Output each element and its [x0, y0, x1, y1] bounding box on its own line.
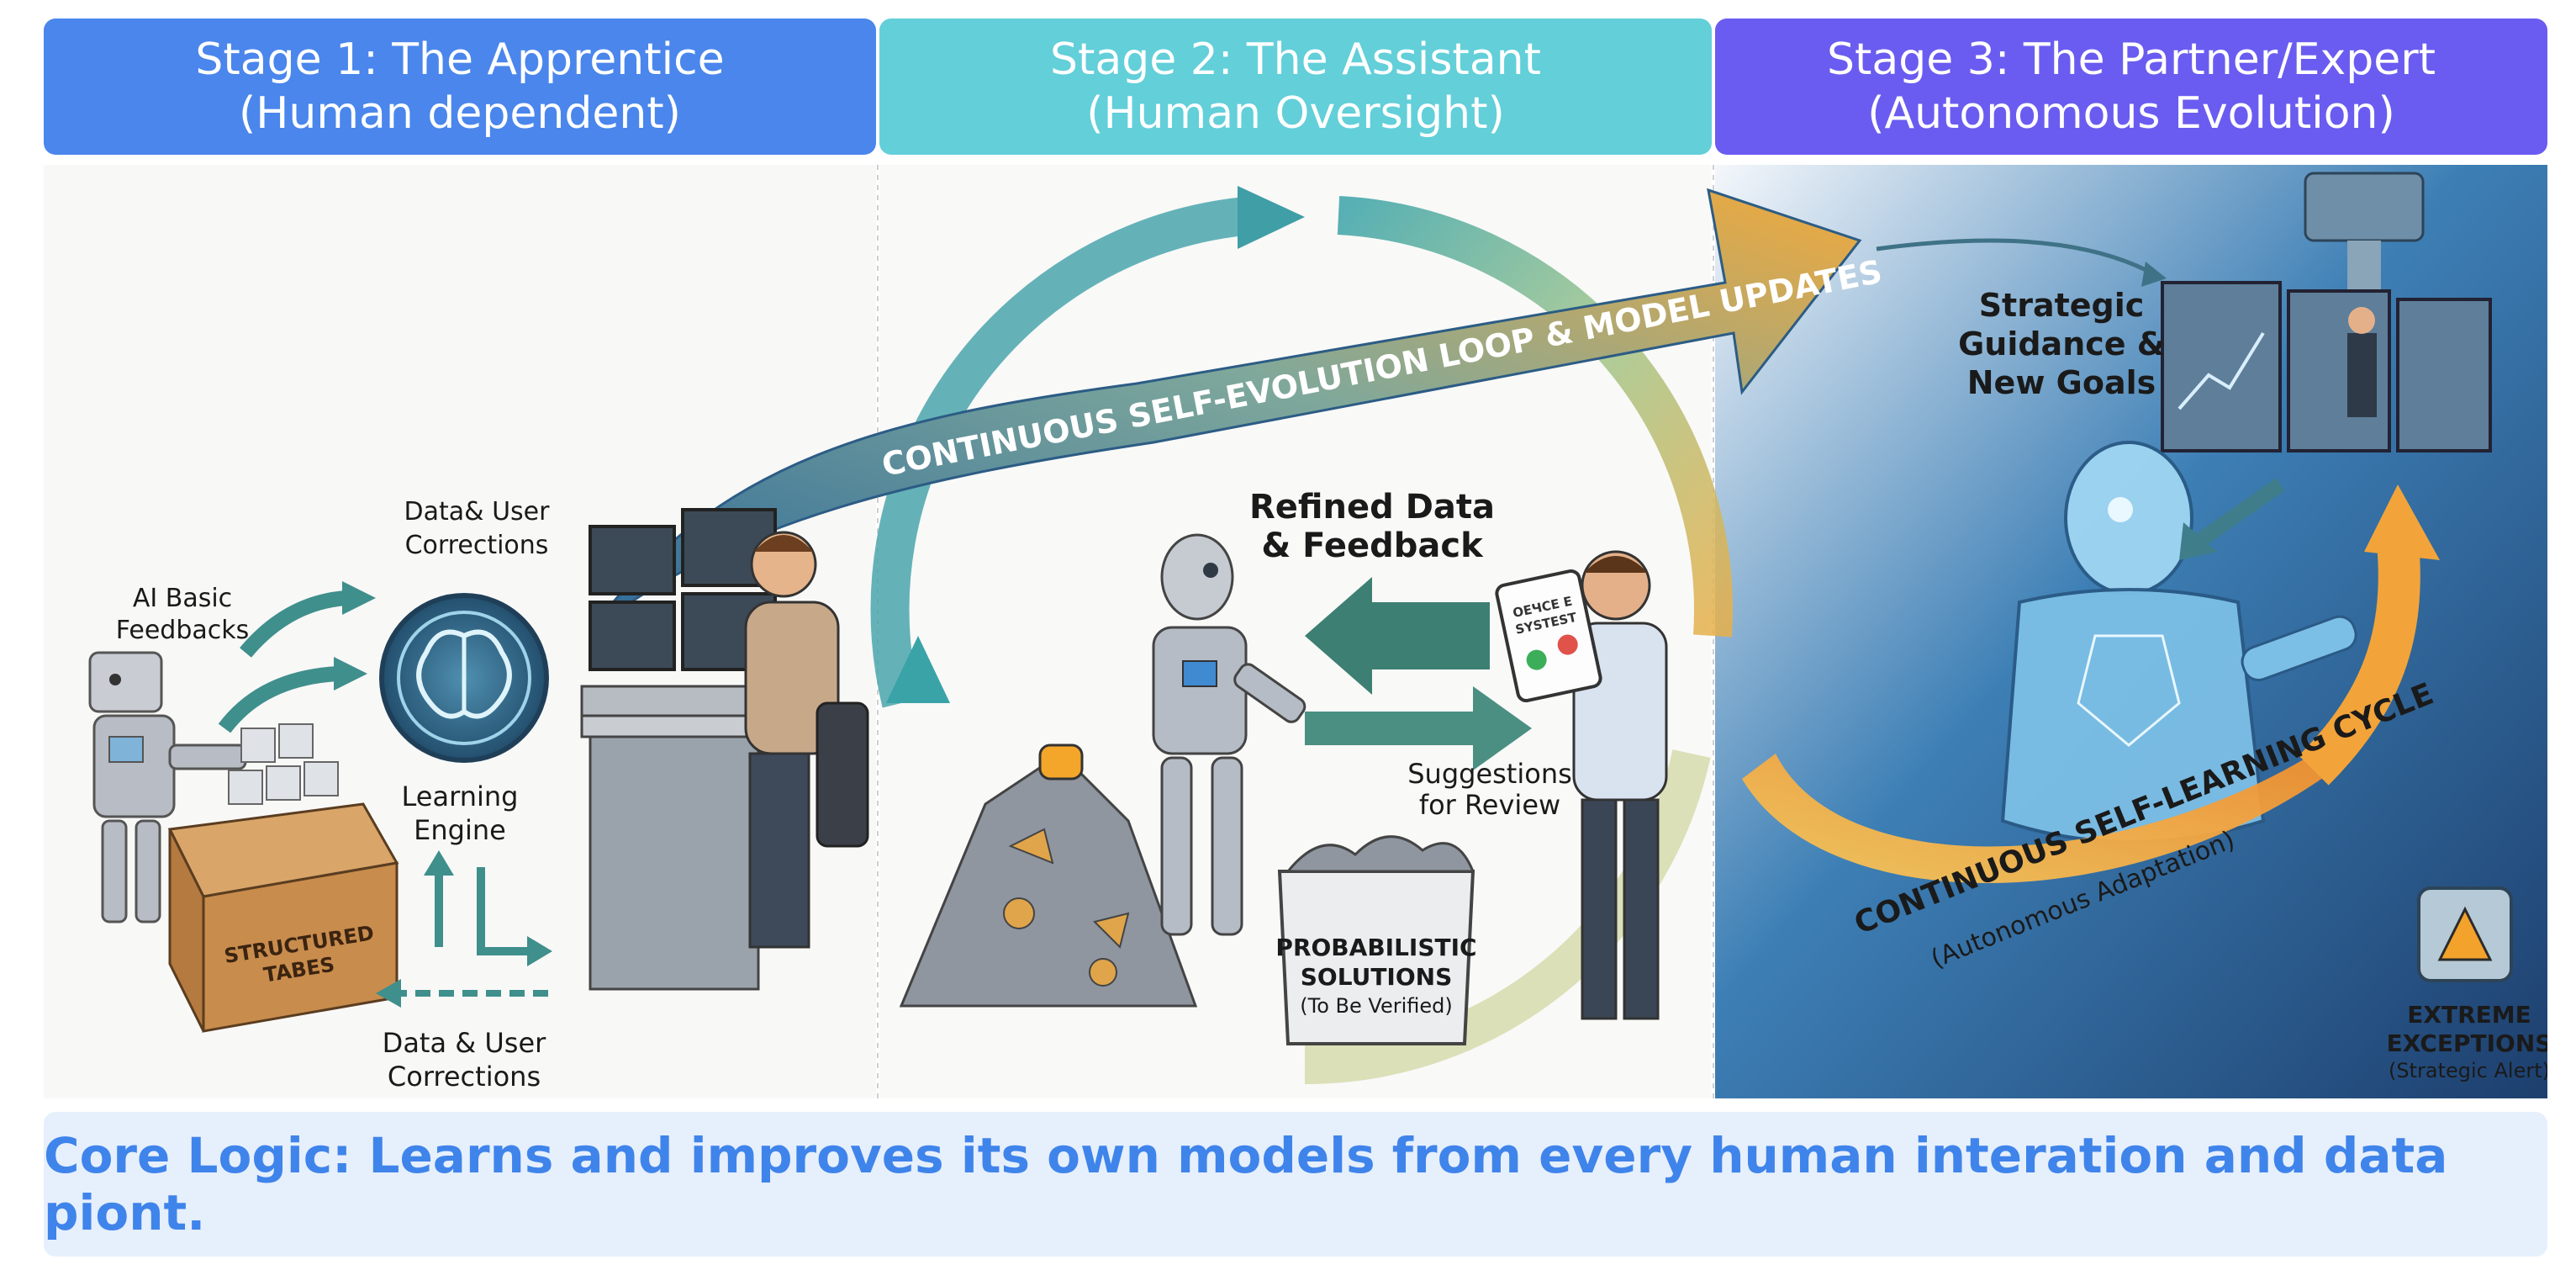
guidance-line-3: New Goals: [1967, 364, 2156, 401]
suggestions-line-1: Suggestions: [1407, 758, 1572, 790]
stage-1-subtitle: (Human dependent): [239, 88, 681, 139]
alert-beacon-icon: [1038, 743, 1084, 781]
warning-icon: [2437, 906, 2493, 961]
check-icon: [1526, 649, 1547, 670]
stage-2-robot: [1152, 533, 1306, 936]
exceptions-line-2: EXCEPTIONS: [2387, 1029, 2547, 1057]
exchange-arrows: [1305, 577, 1532, 770]
exceptions-line-3: (Strategic Alert): [2389, 1059, 2547, 1082]
refined-line-2: & Feedback: [1261, 527, 1484, 565]
human-operator: [744, 531, 869, 949]
engine-flow-arrows: [376, 850, 552, 1008]
office-chair: [816, 701, 869, 848]
core-logic-text: Core Logic: Learns and improves its own …: [44, 1127, 2448, 1241]
core-logic-banner: Core Logic: Learns and improves its own …: [44, 1112, 2547, 1257]
dashboard-screen: [2161, 281, 2282, 452]
loop-arrowhead: [886, 636, 950, 703]
ai-basic-line-2: Feedbacks: [116, 616, 250, 645]
data-user-bottom-line-1: Data & User: [383, 1027, 546, 1059]
reviewer-human: ОЕЧСЕ Е SYSTEST: [1495, 550, 1668, 1020]
learning-engine-brain-icon: [379, 593, 549, 763]
data-cubes: [228, 723, 339, 805]
stage-1-title: Stage 1: The Apprentice: [195, 34, 725, 85]
probabilistic-bin: PROBABILISTIC SOLUTIONS (To Be Verified): [1275, 835, 1477, 1045]
loop-arrowhead: [1238, 186, 1305, 249]
guidance-arrow: [1876, 238, 2156, 277]
engine-label-line-1: Learning: [402, 781, 519, 812]
data-user-bottom-line-2: Corrections: [388, 1061, 541, 1093]
stage-2-header: Stage 2: The Assistant (Human Oversight): [879, 19, 1712, 155]
control-tower: [2161, 172, 2492, 452]
refined-line-1: Refined Data: [1249, 488, 1495, 527]
stage-2-subtitle: (Human Oversight): [1086, 88, 1505, 139]
guidance-line-1: Strategic: [1979, 287, 2145, 324]
ai-basic-line-1: AI Basic: [133, 584, 232, 613]
guidance-line-2: Guidance &: [1958, 325, 2165, 362]
error-icon: [1557, 634, 1578, 655]
bin-line-2: SOLUTIONS: [1301, 963, 1452, 991]
stage-1-robot: [88, 651, 247, 923]
dashboard-screen: [2396, 298, 2492, 452]
stage-3-subtitle: (Autonomous Evolution): [1867, 88, 2395, 139]
holographic-robot: [2000, 441, 2357, 844]
strategist-figure: [2347, 333, 2377, 417]
stage-2-title: Stage 2: The Assistant: [1049, 34, 1542, 85]
data-user-top-line-2: Corrections: [405, 531, 549, 560]
bin-line-3: (To Be Verified): [1300, 994, 1452, 1018]
bin-line-1: PROBABILISTIC: [1275, 934, 1476, 961]
engine-label-line-2: Engine: [414, 814, 506, 846]
stage-3-title: Stage 3: The Partner/Expert: [1826, 34, 2436, 85]
stage-3-header: Stage 3: The Partner/Expert (Autonomous …: [1715, 19, 2547, 155]
data-user-top-line-1: Data& User: [404, 497, 551, 527]
structured-box: STRUCTURED TABES: [167, 802, 399, 1033]
illustration-panels: CONTINUOUS SELF-EVOLUTION LOOP & MODEL U…: [44, 165, 2547, 1098]
tablet: ОЕЧСЕ Е SYSTEST: [1495, 569, 1602, 703]
data-pile: [899, 743, 1198, 1008]
exceptions-canister: [2417, 886, 2513, 982]
feedback-arrows: [218, 581, 376, 733]
exceptions-line-1: EXTREME: [2407, 1001, 2531, 1029]
suggestions-line-2: for Review: [1419, 789, 1560, 821]
stage-1-header: Stage 1: The Apprentice (Human dependent…: [44, 19, 876, 155]
guidance-to-robot-arrow: [2191, 478, 2285, 550]
